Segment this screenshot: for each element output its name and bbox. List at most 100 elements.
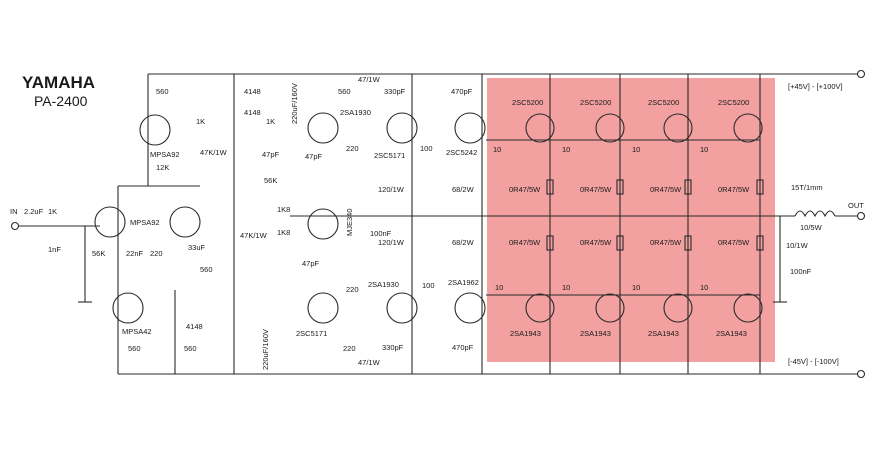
output-stage-wiring: [481, 74, 761, 374]
c-47pf-a-label: 47pF: [262, 150, 280, 159]
r-220-bot-label: 220: [343, 344, 356, 353]
output-stage-highlight: [487, 78, 775, 362]
r-in-label: 1K: [48, 207, 57, 216]
r-68-2w-b-label: 68/2W: [452, 238, 475, 247]
pnp-output-2: [595, 293, 625, 323]
q-2sa1962: [454, 292, 486, 324]
npn-output-1: [525, 113, 555, 143]
c-in-label: 2.2uF: [24, 207, 44, 216]
r-1k-b-label: 1K: [266, 117, 275, 126]
c-220uf-top-label: 220uF/160V: [290, 83, 299, 124]
d-4148-b-label: 4148: [244, 108, 261, 117]
npn-base-r-2: 10: [562, 145, 570, 154]
r-68-2w-a-label: 68/2W: [452, 185, 475, 194]
q-2sa1930-low-label: 2SA1930: [368, 280, 399, 289]
model-title: PA-2400: [34, 93, 88, 109]
d-4148-c-label: 4148: [186, 322, 203, 331]
q-mpsa92-pair-right: [169, 206, 201, 238]
r-47k-1w-b-label: 47K/1W: [240, 231, 268, 240]
r-220-pair-label: 220: [150, 249, 163, 258]
r-12k-label: 12K: [156, 163, 169, 172]
r-120-1w-b-label: 120/1W: [378, 238, 405, 247]
r-1k8-b-label: 1K8: [277, 228, 290, 237]
pnp-label-2: 2SA1943: [580, 329, 611, 338]
c-22nf-label: 22nF: [126, 249, 144, 258]
npn-base-r-3: 10: [632, 145, 640, 154]
input-section: IN 2.2uF 1K 1nF 56K: [10, 207, 105, 303]
npn-base-r-1: 10: [493, 145, 501, 154]
emitter-r-5: 0R47/5W: [509, 238, 541, 247]
output-filter: 15T/1mm 10/5W OUT 10/1W 100nF: [773, 183, 866, 303]
pnp-label-3: 2SA1943: [648, 329, 679, 338]
q-mpsa92-top-label: MPSA92: [150, 150, 180, 159]
positive-rail-label: [+45V] - [+100V]: [788, 82, 843, 91]
q-2sc5242: [454, 112, 486, 144]
c-330pf-low-label: 330pF: [382, 343, 404, 352]
c-1nf-label: 1nF: [48, 245, 61, 254]
c-220uf-bot-label: 220uF/160V: [261, 329, 270, 370]
r-47-1w-top-label: 47/1W: [358, 75, 381, 84]
pnp-base-r-1: 10: [495, 283, 503, 292]
c-470pf-low-label: 470pF: [452, 343, 474, 352]
q-2sa1930-low: [386, 292, 418, 324]
q-mpsa92-pair-left: [94, 206, 126, 238]
emitter-r-8: 0R47/5W: [718, 238, 750, 247]
r-56k-label: 56K: [92, 249, 105, 258]
r-1k-a-label: 1K: [196, 117, 205, 126]
r-10-1w-label: 10/1W: [786, 241, 809, 250]
r-220-top-label: 220: [346, 144, 359, 153]
output-label: OUT: [848, 201, 864, 210]
q-mpsa92-top: [139, 114, 171, 146]
input-label: IN: [10, 207, 18, 216]
q-2sa1930-top: [307, 112, 339, 144]
r-47k-1w-a-label: 47K/1W: [200, 148, 228, 157]
q-2sc5242-label: 2SC5242: [446, 148, 477, 157]
d-4148-a-label: 4148: [244, 87, 261, 96]
r-10-5w-label: 10/5W: [800, 223, 823, 232]
pnp-output-1: [525, 293, 555, 323]
q-mpsa92-pair-label: MPSA92: [130, 218, 160, 227]
pnp-base-r-2: 10: [562, 283, 570, 292]
npn-label-1: 2SC5200: [512, 98, 543, 107]
npn-output-2: [595, 113, 625, 143]
output-inductor: [794, 210, 836, 218]
pnp-label-1: 2SA1943: [510, 329, 541, 338]
pnp-label-4: 2SA1943: [716, 329, 747, 338]
q-2sc5171-top-label: 2SC5171: [374, 151, 405, 160]
npn-output-4: [733, 113, 763, 143]
r-560-upper-label: 560: [338, 87, 351, 96]
npn-label-2: 2SC5200: [580, 98, 611, 107]
pnp-base-r-3: 10: [632, 283, 640, 292]
negative-rail: [-45V] - [-100V]: [118, 357, 866, 379]
q-2sa1962-label: 2SA1962: [448, 278, 479, 287]
positive-rail: [+45V] - [+100V]: [148, 69, 866, 91]
pnp-base-r-4: 10: [700, 283, 708, 292]
r-120-1w-a-label: 120/1W: [378, 185, 405, 194]
r-220-low-label: 220: [346, 285, 359, 294]
q-mpsa42: [112, 292, 144, 324]
r-560-bl-label: 560: [128, 344, 141, 353]
r-1k8-a-label: 1K8: [277, 205, 290, 214]
l-out-label: 15T/1mm: [791, 183, 823, 192]
npn-output-3: [663, 113, 693, 143]
negative-rail-label: [-45V] - [-100V]: [788, 357, 839, 366]
q-mpsa42-label: MPSA42: [122, 327, 152, 336]
pnp-output-3: [663, 293, 693, 323]
pnp-output-4: [733, 293, 763, 323]
r-560-bm-label: 560: [184, 344, 197, 353]
r-47-1w-low-label: 47/1W: [358, 358, 381, 367]
r-56k-mid-label: 56K: [264, 176, 277, 185]
q-2sa1930-top-label: 2SA1930: [340, 108, 371, 117]
q-mje340-label: MJE340: [345, 208, 354, 236]
emitter-r-4: 0R47/5W: [718, 185, 750, 194]
emitter-resistors: 0R47/5W 0R47/5W 0R47/5W 0R47/5W 0R47/5W …: [509, 179, 764, 251]
q-2sc5171-low-label: 2SC5171: [296, 329, 327, 338]
r-560-mid-label: 560: [200, 265, 213, 274]
npn-label-3: 2SC5200: [648, 98, 679, 107]
q-mje340: [307, 208, 339, 240]
q-2sc5171-low: [307, 292, 339, 324]
c-33uf-label: 33uF: [188, 243, 206, 252]
npn-output-transistors: 2SC5200 2SC5200 2SC5200 2SC5200 10 10 10…: [493, 98, 763, 154]
emitter-r-6: 0R47/5W: [580, 238, 612, 247]
